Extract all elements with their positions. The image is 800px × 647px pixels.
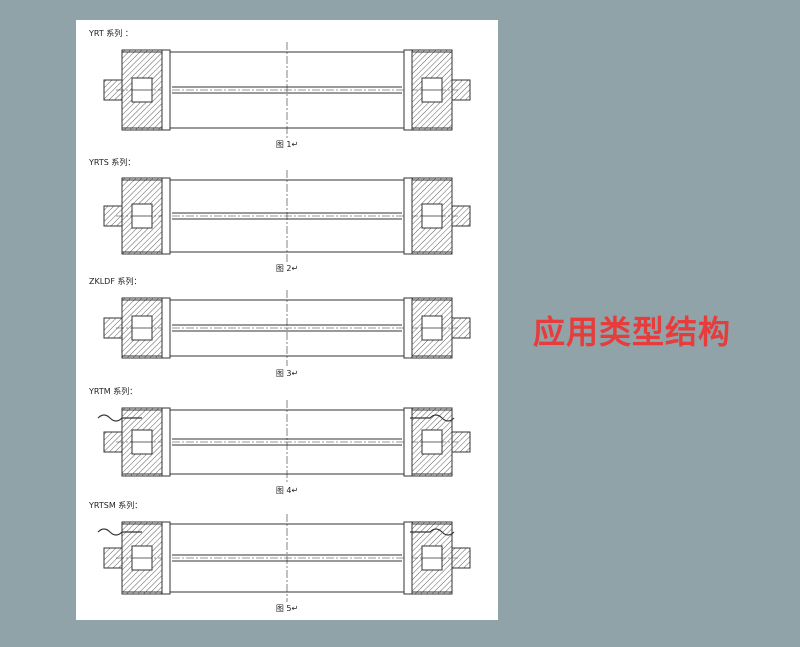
section-label-yrtm: YRTM 系列：: [89, 387, 138, 396]
section-label-zkldf: ZKLDF 系列：: [89, 277, 142, 286]
figure-caption-2: 图 2↵: [275, 264, 299, 273]
bolt-right: [403, 521, 413, 595]
flange-left: [103, 317, 123, 339]
flange-left: [103, 205, 123, 227]
bolt-right: [403, 177, 413, 255]
flange-right: [451, 547, 471, 569]
bolt-left: [161, 297, 171, 359]
section-label-yrts: YRTS 系列：: [89, 158, 136, 167]
bearing-drawing-2: [103, 170, 471, 262]
figure-caption-3: 图 3↵: [275, 369, 299, 378]
bearing-drawing-3: [103, 290, 471, 366]
cover-plate-right: [410, 528, 455, 536]
bolt-left: [161, 407, 171, 477]
section-label-yrtsm: YRTSM 系列：: [89, 501, 143, 510]
flange-left: [103, 79, 123, 101]
bearing-drawing-4: [97, 400, 471, 484]
figure-caption-5: 图 5↵: [275, 604, 299, 613]
ring-section-left: [121, 49, 163, 131]
flange-right: [451, 79, 471, 101]
flange-right: [451, 317, 471, 339]
figure-caption-4: 图 4↵: [275, 486, 299, 495]
flange-right: [451, 431, 471, 453]
flange-left: [103, 431, 123, 453]
flange-left: [103, 547, 123, 569]
cover-plate-left: [97, 528, 142, 536]
bolt-left: [161, 177, 171, 255]
section-label-yrt: YRT 系列 ：: [89, 29, 133, 38]
figure-caption-1: 图 1↵: [275, 140, 299, 149]
bolt-right: [403, 407, 413, 477]
bolt-left: [161, 49, 171, 131]
flange-right: [451, 205, 471, 227]
ring-section-right: [411, 177, 453, 255]
cover-plate-left: [97, 414, 142, 422]
document-sheet: YRT 系列 ： 图 1↵ YRTS 系列： 图 2↵ ZKLDF 系列： 图 …: [76, 20, 498, 620]
bolt-left: [161, 521, 171, 595]
bearing-drawing-5: [97, 514, 471, 602]
cover-plate-right: [410, 414, 455, 422]
bolt-right: [403, 297, 413, 359]
headline-title: 应用类型结构: [533, 313, 732, 351]
bolt-right: [403, 49, 413, 131]
bearing-drawing-1: [103, 42, 471, 138]
